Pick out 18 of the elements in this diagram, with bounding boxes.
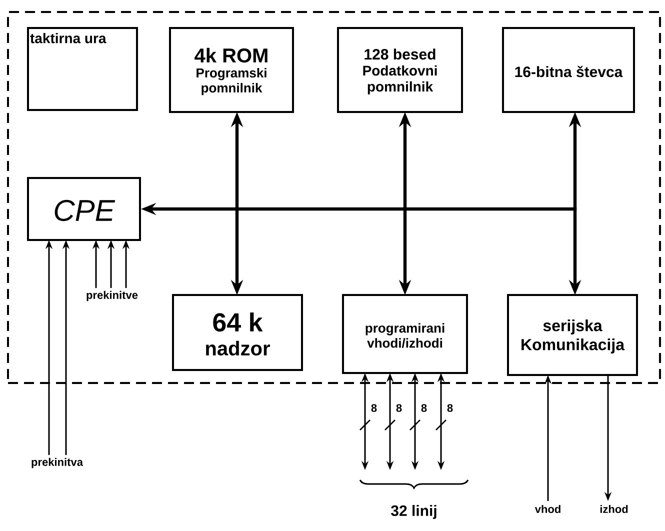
- block-box: 16-bitna števca: [502, 27, 635, 113]
- block-box: 4k ROM Programski pomnilnik: [169, 27, 294, 113]
- block-box: taktirna ura: [27, 27, 138, 111]
- edge-text: prekinitva: [32, 458, 84, 468]
- block-box: 64 k nadzor: [172, 294, 303, 371]
- edge-label: 8: [446, 403, 454, 413]
- edge-label: 8: [394, 403, 404, 413]
- cpu-box: CPE: [27, 177, 141, 241]
- edge-text: izhod: [600, 504, 628, 514]
- dashed-frame: [7, 11, 661, 384]
- edge-label: 8: [420, 403, 428, 413]
- text-label: 32 linij: [391, 505, 436, 519]
- edge-label: 8: [370, 403, 378, 413]
- edge-text: prekinitve: [86, 290, 138, 302]
- block-box: serijska Komunikacija: [507, 294, 638, 376]
- edge-text: vhod: [534, 504, 560, 514]
- block-box: 128 besed Podatkovni pomnilnik: [337, 27, 463, 113]
- block-box: programirani vhodi/izhodi: [342, 294, 468, 374]
